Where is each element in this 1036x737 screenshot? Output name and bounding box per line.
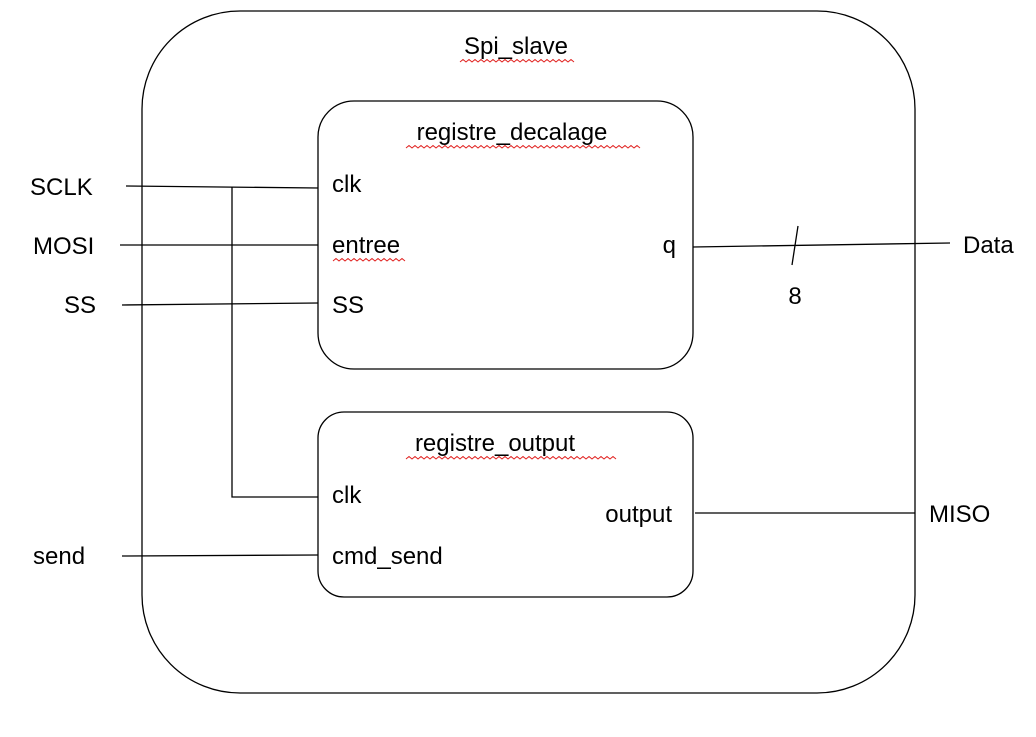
wire-send — [121, 554, 319, 557]
signal-sclk-label: SCLK — [30, 174, 93, 201]
output-register-port-output: output — [605, 501, 672, 528]
wire-sclk-branch — [231, 187, 318, 498]
output-register-block — [317, 411, 694, 598]
output-register-port-clk: clk — [332, 482, 362, 509]
signal-send-label: send — [33, 543, 85, 570]
signal-data-label: Data — [963, 232, 1014, 259]
wire-data-bus — [692, 242, 951, 248]
shift-register-port-q: q — [663, 232, 676, 259]
spi-slave-block — [141, 10, 916, 694]
shift-register-port-clk: clk — [332, 171, 362, 198]
spellcheck-squiggle — [405, 455, 617, 460]
output-register-port-cmd-send: cmd_send — [332, 543, 443, 570]
shift-register-block — [317, 100, 694, 370]
shift-register-port-entree: entree — [332, 232, 400, 259]
shift-register-port-ss: SS — [332, 292, 364, 319]
signal-mosi-label: MOSI — [33, 233, 94, 260]
bus-width-slash — [791, 225, 799, 266]
signal-miso-label: MISO — [929, 501, 990, 528]
spellcheck-squiggle — [332, 257, 406, 262]
spi-slave-title: Spi_slave — [464, 33, 568, 60]
bus-width-label: 8 — [788, 283, 801, 310]
signal-ss-label: SS — [64, 292, 96, 319]
shift-register-title: registre_decalage — [417, 119, 608, 146]
output-register-title: registre_output — [415, 430, 575, 457]
wire-sclk — [125, 185, 319, 189]
spellcheck-squiggle — [459, 58, 575, 63]
wire-ss — [121, 302, 319, 306]
spellcheck-squiggle — [405, 144, 641, 149]
